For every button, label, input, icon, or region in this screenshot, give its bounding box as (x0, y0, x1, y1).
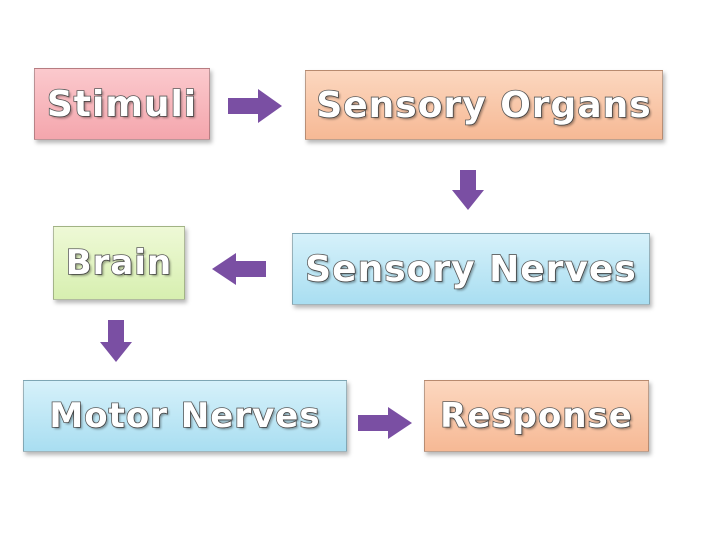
node-sensory-nerves: Sensory Nerves (292, 233, 650, 305)
node-sensory-nerves-label: Sensory Nerves (304, 248, 637, 291)
node-stimuli: Stimuli (34, 68, 210, 140)
arrow-right-icon (228, 89, 282, 123)
node-brain-label: Brain (65, 242, 173, 284)
node-brain: Brain (53, 226, 185, 300)
node-response: Response (424, 380, 649, 452)
node-motor-nerves-label: Motor Nerves (49, 395, 321, 437)
node-stimuli-label: Stimuli (46, 83, 198, 126)
node-sensory-organs-label: Sensory Organs (316, 84, 652, 127)
node-motor-nerves: Motor Nerves (23, 380, 347, 452)
arrow-left-icon (212, 253, 266, 285)
arrow-down-icon (452, 170, 484, 210)
arrow-right-icon (358, 407, 412, 439)
node-sensory-organs: Sensory Organs (305, 70, 663, 140)
arrow-down-icon (100, 320, 132, 362)
node-response-label: Response (439, 395, 633, 437)
